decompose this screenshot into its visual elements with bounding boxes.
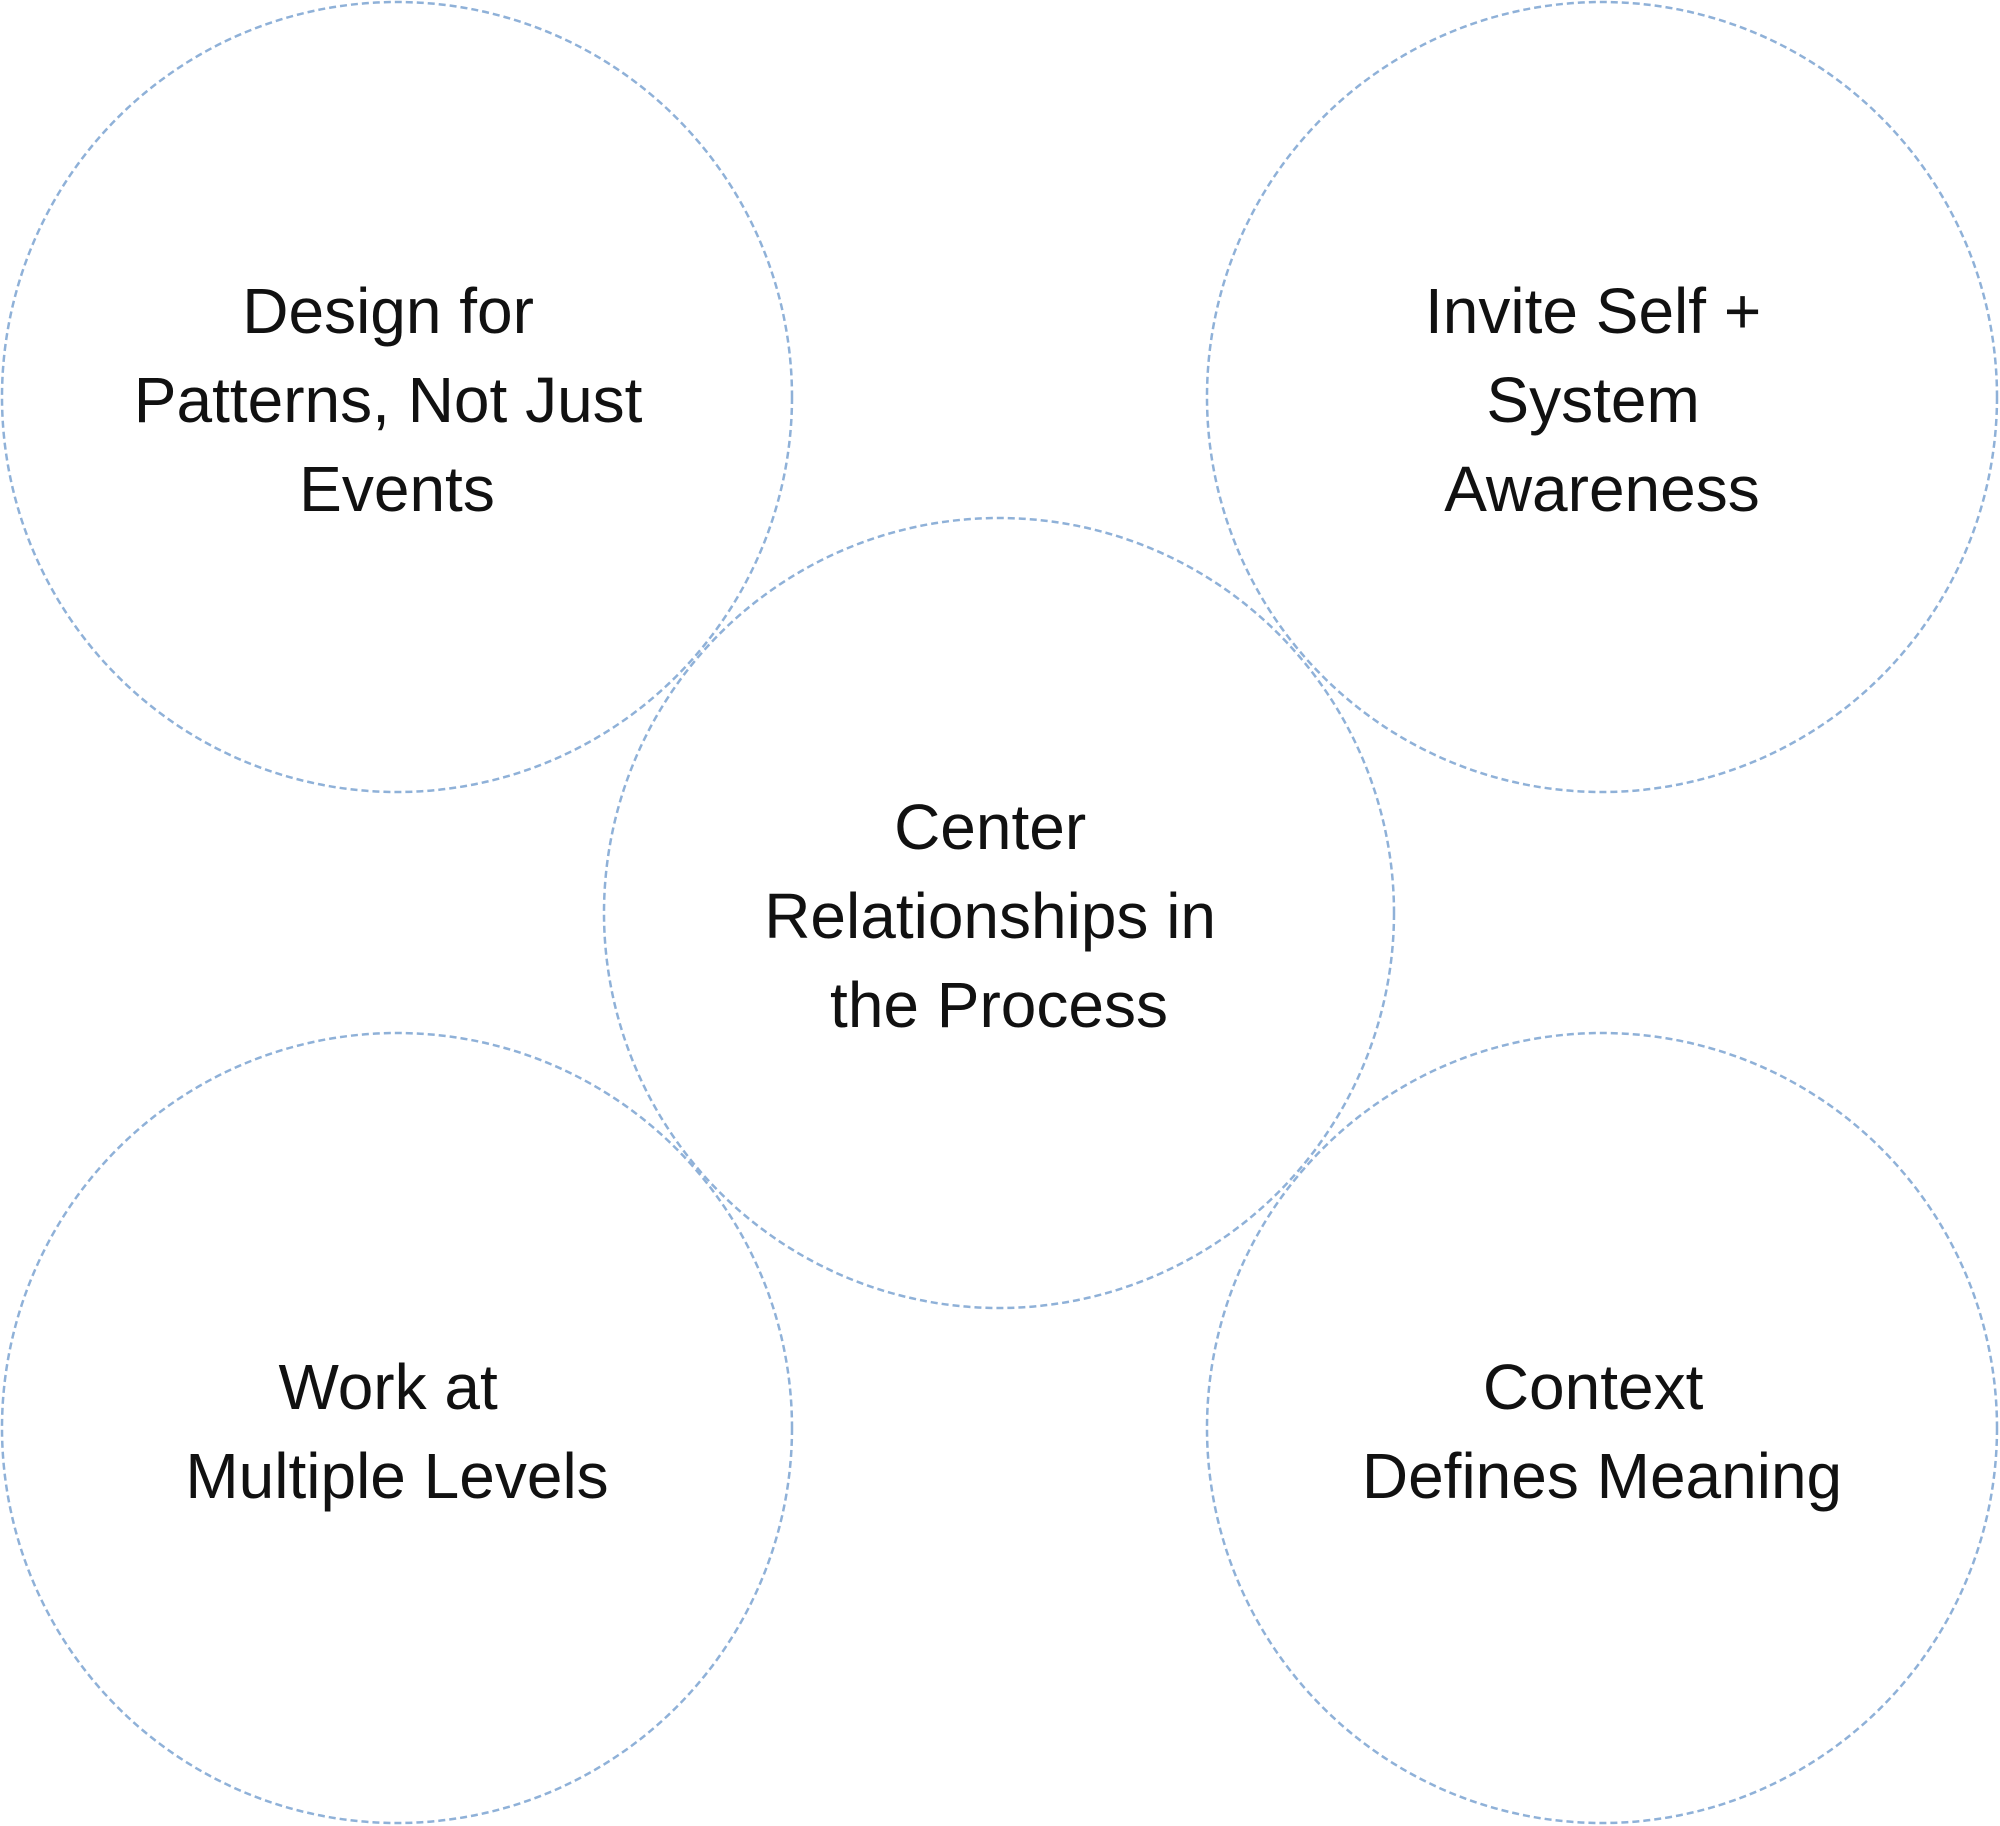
circle-context-defines-meaning: Context Defines Meaning bbox=[1205, 1031, 1999, 1825]
circle-label: Work at Multiple Levels bbox=[185, 1351, 608, 1512]
label-line: Events bbox=[299, 453, 495, 525]
label-line: Multiple Levels bbox=[185, 1440, 608, 1512]
label-line: Work at bbox=[278, 1351, 498, 1423]
circle-outline bbox=[0, 1031, 794, 1825]
circle-design-for-patterns: Design for Patterns, Not Just Events bbox=[0, 0, 794, 794]
label-line: Design for bbox=[242, 275, 534, 347]
circle-outline bbox=[0, 0, 794, 794]
circle-work-at-multiple-levels: Work at Multiple Levels bbox=[0, 1031, 794, 1825]
circle-outline bbox=[1205, 1031, 1999, 1825]
circle-outline bbox=[602, 516, 1396, 1310]
circle-label: Context Defines Meaning bbox=[1362, 1351, 1842, 1512]
circle-center-relationships: Center Relationships in the Process bbox=[602, 516, 1396, 1310]
label-line: Relationships in bbox=[764, 880, 1216, 952]
label-line: System bbox=[1486, 364, 1699, 436]
label-line: Patterns, Not Just bbox=[134, 364, 643, 436]
label-line: the Process bbox=[830, 969, 1168, 1041]
label-line: Center bbox=[894, 791, 1086, 863]
circle-outline bbox=[1205, 0, 1999, 794]
circle-invite-self-system: Invite Self + System Awareness bbox=[1205, 0, 1999, 794]
circle-label: Invite Self + System Awareness bbox=[1425, 275, 1779, 525]
label-line: Context bbox=[1483, 1351, 1704, 1423]
label-line: Invite Self + bbox=[1425, 275, 1761, 347]
label-line: Awareness bbox=[1444, 453, 1759, 525]
circle-label: Design for Patterns, Not Just Events bbox=[134, 275, 660, 525]
label-line: Defines Meaning bbox=[1362, 1440, 1842, 1512]
circle-label: Center Relationships in the Process bbox=[764, 791, 1234, 1041]
